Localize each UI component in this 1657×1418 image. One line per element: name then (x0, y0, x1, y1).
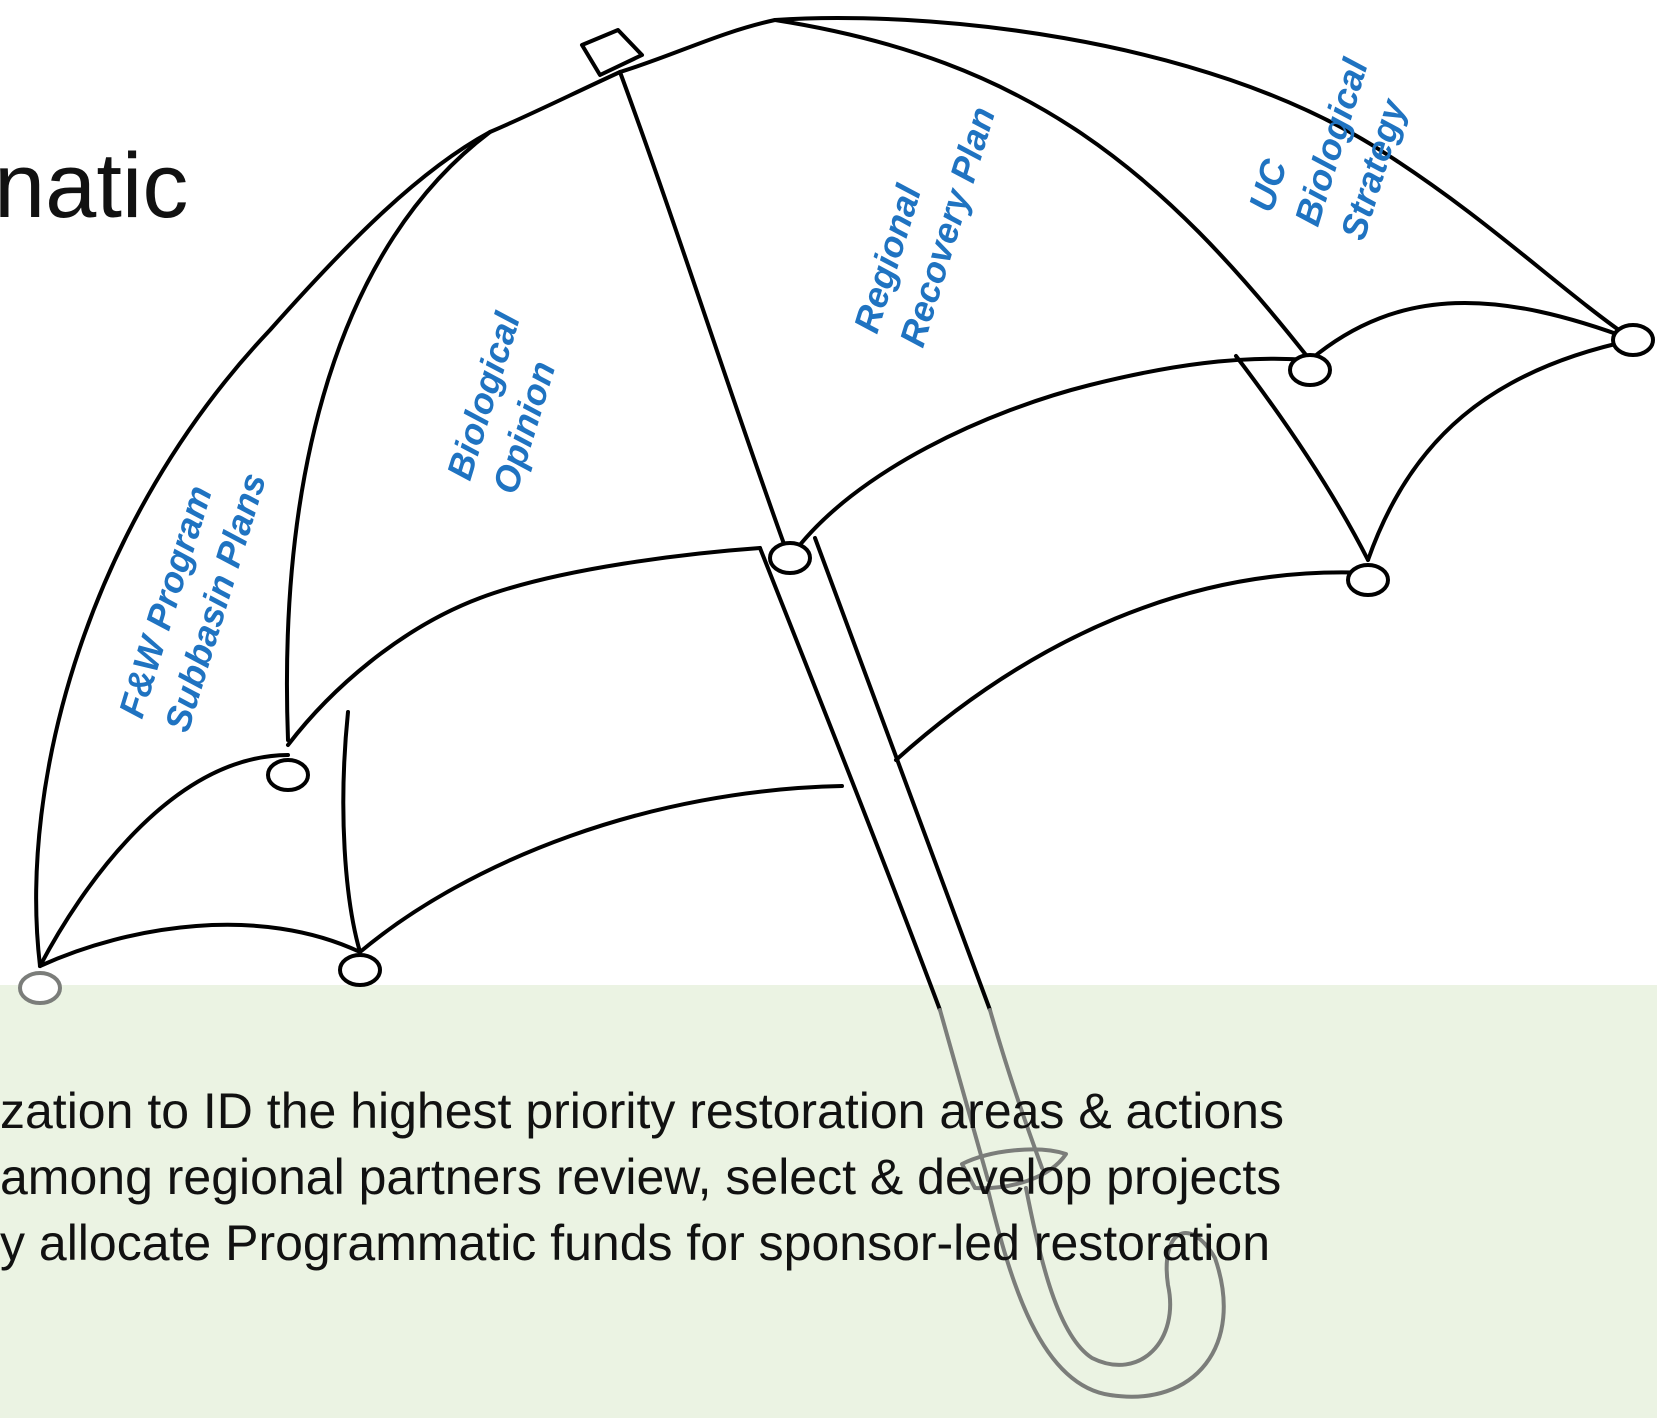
canopy-shaft-top-rib (618, 70, 790, 557)
handle-shaft-right (988, 1008, 1044, 1170)
canopy-bottom-left-scallop (38, 922, 362, 968)
bullet-item-3: y allocate Programmatic funds for sponso… (0, 1215, 1271, 1271)
canopy-upper-scallop-right (790, 356, 1312, 557)
bullet-background-band (0, 985, 1657, 1418)
umbrella-canopy (34, 16, 1635, 968)
canopy-top-ridge (618, 16, 1635, 342)
panel-label-uc-line-1: UC (1240, 154, 1295, 217)
bullet-item-2: among regional partners review, select &… (0, 1149, 1282, 1205)
canopy-bottom-right-scallop (894, 570, 1370, 762)
canopy-bottom-middle-scallop (358, 784, 844, 954)
canopy-right-lower-scallop (1366, 338, 1635, 562)
canopy-upper-scallop-left (286, 546, 762, 747)
canopy-right-top-scallop (1308, 300, 1635, 362)
umbrella-tips (18, 323, 1655, 1005)
tip-lower-left (338, 953, 382, 987)
slide-title-fragment: natic (0, 135, 189, 237)
canopy-right-lower-rib (1234, 354, 1370, 562)
tip-bottom-left-faded (18, 971, 62, 1005)
canopy-left-inner-rib (284, 130, 492, 742)
bullet-list: zation to ID the highest priority restor… (0, 1078, 1284, 1276)
tip-shaft-ring (768, 541, 812, 575)
canopy-left-outer-curve (34, 70, 622, 968)
umbrella-shaft (580, 28, 1226, 1399)
shaft-top-cap (580, 28, 644, 77)
tip-upper-right (1288, 353, 1332, 387)
canopy-right-inner-rib (773, 18, 1312, 362)
handle-hook (986, 1186, 1226, 1399)
umbrella-panel-labels: F&W Program Subbasin Plans Biological Op… (110, 30, 1424, 736)
handle-grip (960, 1147, 1068, 1191)
panel-label-regional-recovery: Regional Recovery Plan (845, 88, 1003, 351)
handle-shaft-left (938, 1008, 990, 1182)
tip-upper-left (266, 758, 310, 792)
panel-label-fw-subbasin: F&W Program Subbasin Plans (110, 454, 273, 736)
shaft-right-edge (813, 536, 992, 1012)
bullet-item-1: zation to ID the highest priority restor… (0, 1083, 1284, 1139)
tip-lower-right (1346, 563, 1390, 597)
canopy-lower-left-vertical (341, 710, 362, 954)
shaft-left-edge (758, 546, 942, 1012)
panel-label-uc-biological-strategy: UC Biological Strategy (1240, 30, 1424, 244)
canopy-lower-left-scallop (38, 753, 290, 968)
panel-label-biological-opinion: Biological Opinion (438, 298, 576, 498)
tip-far-right (1611, 323, 1655, 357)
